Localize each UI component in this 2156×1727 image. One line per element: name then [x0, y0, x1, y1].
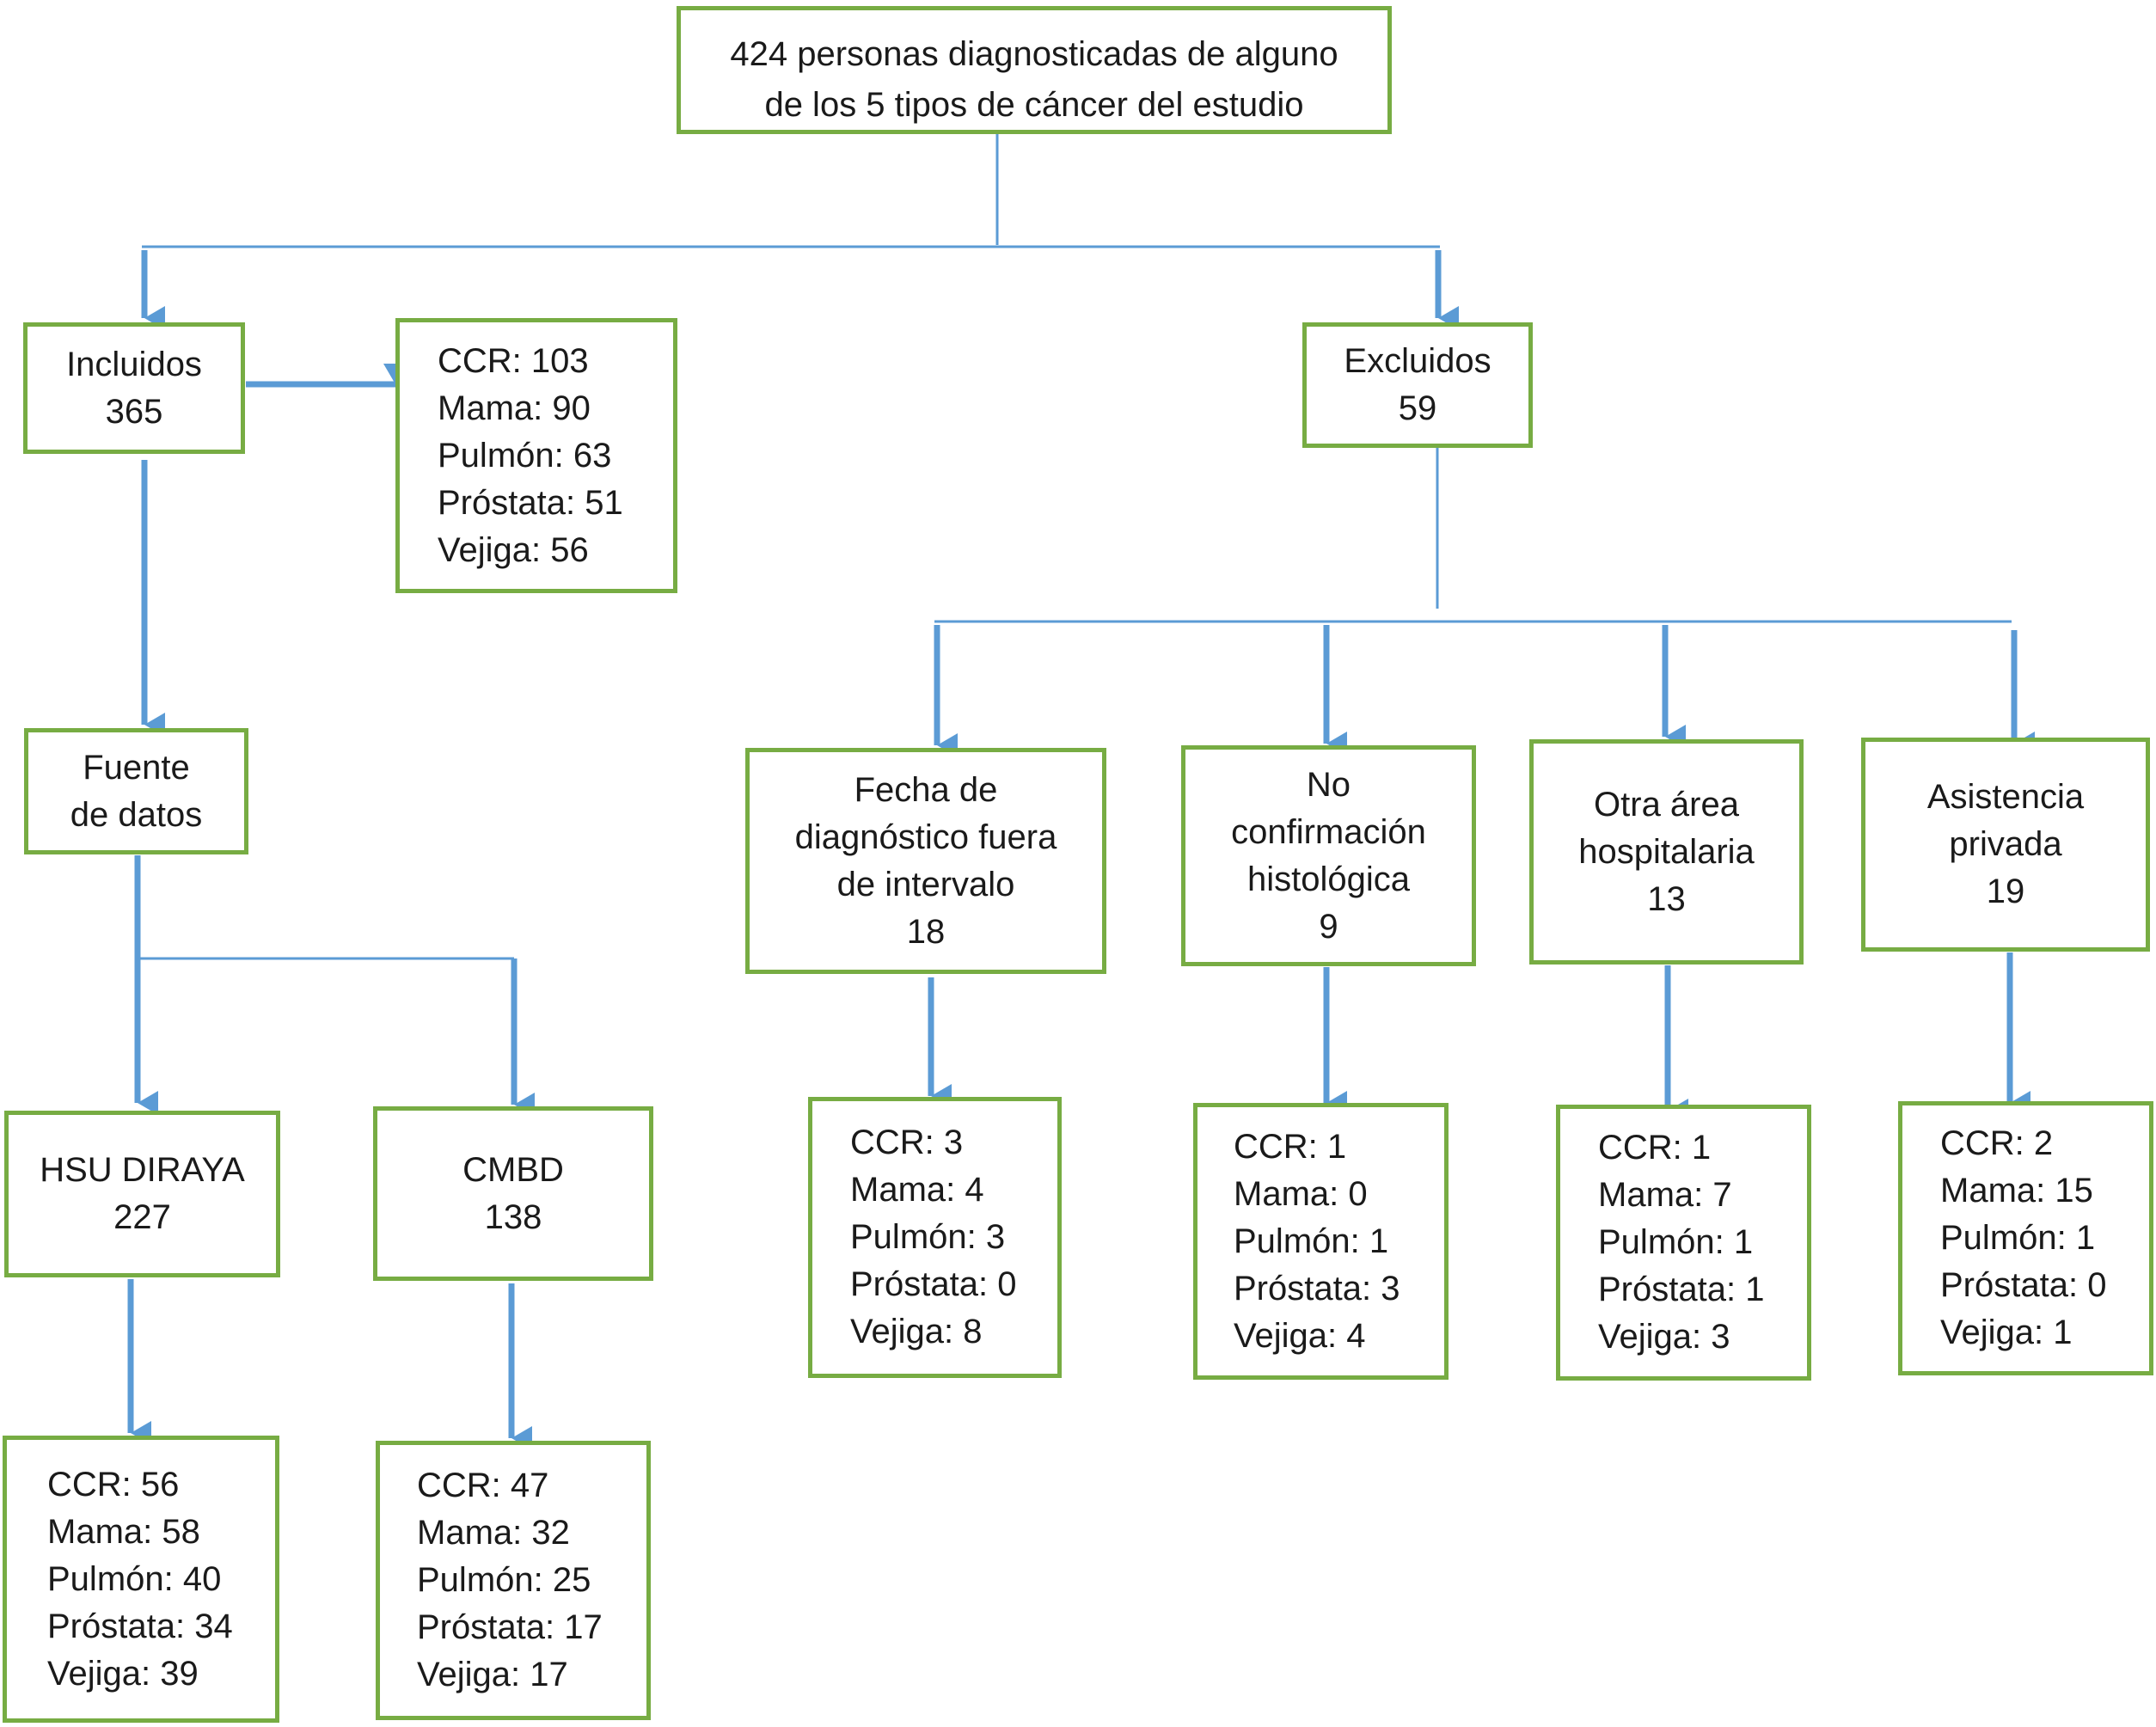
incluidos-breakdown-mama: Mama: 90 [438, 389, 591, 427]
asist-breakdown-prostata: Próstata: 0 [1940, 1266, 2107, 1304]
total-diagnosed-line-2: de los 5 tipos de cáncer del estudio [764, 86, 1304, 124]
otra-line-1: Otra área [1594, 785, 1739, 824]
otra-breakdown-vejiga: Vejiga: 3 [1598, 1318, 1730, 1356]
fecha-breakdown-mama: Mama: 4 [850, 1171, 984, 1209]
hsu-breakdown-ccr: CCR: 56 [47, 1465, 180, 1503]
otra-area-hospitalaria-box: Otra área hospitalaria 13 [1529, 739, 1804, 965]
fecha-line-2: diagnóstico fuera [794, 818, 1057, 856]
hsu-breakdown-mama: Mama: 58 [47, 1512, 200, 1551]
noconf-line-1: No [1306, 765, 1351, 804]
asistencia-privada-box: Asistencia privada 19 [1861, 738, 2150, 952]
fecha-breakdown-prostata: Próstata: 0 [850, 1265, 1017, 1303]
hsu-breakdown-pulmon: Pulmón: 40 [47, 1559, 222, 1598]
cmbd-label: CMBD [462, 1150, 564, 1189]
noconf-breakdown-pulmon: Pulmón: 1 [1234, 1222, 1389, 1260]
asist-breakdown-pulmon: Pulmón: 1 [1940, 1219, 2096, 1257]
otra-count: 13 [1647, 879, 1686, 918]
fuente-de-datos-box: Fuente de datos [24, 728, 248, 854]
total-diagnosed-line-1: 424 personas diagnosticadas de alguno [730, 35, 1338, 73]
hsu-diraya-box: HSU DIRAYA 227 [4, 1111, 280, 1277]
incluidos-breakdown-box: CCR: 103 Mama: 90 Pulmón: 63 Próstata: 5… [395, 318, 677, 593]
asist-breakdown-mama: Mama: 15 [1940, 1172, 2093, 1210]
cmbd-breakdown-box: CCR: 47 Mama: 32 Pulmón: 25 Próstata: 17… [376, 1441, 651, 1720]
noconf-breakdown-vejiga: Vejiga: 4 [1234, 1316, 1366, 1355]
fecha-breakdown-pulmon: Pulmón: 3 [850, 1218, 1006, 1256]
excluidos-count: 59 [1398, 389, 1437, 427]
noconf-count: 9 [1319, 907, 1338, 946]
asist-breakdown-vejiga: Vejiga: 1 [1940, 1314, 2073, 1351]
otra-breakdown-prostata: Próstata: 1 [1598, 1271, 1765, 1308]
noconf-breakdown-prostata: Próstata: 3 [1234, 1269, 1400, 1307]
cmbd-breakdown-ccr: CCR: 47 [417, 1467, 549, 1504]
cmbd-breakdown-prostata: Próstata: 17 [417, 1608, 603, 1646]
incluidos-breakdown-pulmon: Pulmón: 63 [438, 436, 612, 475]
incluidos-breakdown-prostata: Próstata: 51 [438, 483, 623, 522]
excluidos-label: Excluidos [1344, 342, 1491, 380]
no-confirmacion-histologica-box: No confirmación histológica 9 [1181, 745, 1476, 966]
fecha-line-1: Fecha de [854, 770, 998, 809]
asist-line-1: Asistencia [1926, 778, 2085, 816]
fecha-fuera-intervalo-box: Fecha de diagnóstico fuera de intervalo … [745, 748, 1106, 974]
hsu-label: HSU DIRAYA [40, 1151, 245, 1189]
incluidos-label: Incluidos [66, 345, 202, 383]
asist-count: 19 [1986, 873, 2025, 910]
fecha-line-3: de intervalo [836, 865, 1015, 903]
total-diagnosed-box: 424 personas diagnosticadas de alguno de… [677, 6, 1392, 134]
excluidos-box: Excluidos 59 [1302, 322, 1533, 448]
noconf-breakdown-ccr: CCR: 1 [1234, 1127, 1347, 1166]
cmbd-breakdown-vejiga: Vejiga: 17 [417, 1656, 568, 1693]
fuente-line-2: de datos [70, 795, 203, 834]
incluidos-box: Incluidos 365 [23, 322, 245, 454]
otra-line-2: hospitalaria [1578, 832, 1755, 871]
incluidos-breakdown-ccr: CCR: 103 [438, 341, 589, 380]
cmbd-box: CMBD 138 [373, 1106, 653, 1281]
noconf-line-2: confirmación [1231, 812, 1426, 851]
cmbd-count: 138 [484, 1197, 542, 1236]
incluidos-breakdown-vejiga: Vejiga: 56 [438, 530, 589, 569]
otra-breakdown-box: CCR: 1 Mama: 7 Pulmón: 1 Próstata: 1 Vej… [1556, 1105, 1811, 1381]
otra-breakdown-pulmon: Pulmón: 1 [1598, 1223, 1754, 1261]
hsu-breakdown-prostata: Próstata: 34 [47, 1607, 233, 1645]
asist-breakdown-ccr: CCR: 2 [1940, 1124, 2054, 1162]
hsu-breakdown-vejiga: Vejiga: 39 [47, 1654, 199, 1693]
asist-line-2: privada [1949, 825, 2062, 863]
fecha-breakdown-vejiga: Vejiga: 8 [850, 1313, 983, 1350]
hsu-breakdown-box: CCR: 56 Mama: 58 Pulmón: 40 Próstata: 34… [3, 1436, 279, 1723]
fecha-breakdown-box: CCR: 3 Mama: 4 Pulmón: 3 Próstata: 0 Vej… [808, 1097, 1062, 1378]
noconf-line-3: histológica [1246, 860, 1410, 898]
asist-breakdown-box: CCR: 2 Mama: 15 Pulmón: 1 Próstata: 0 Ve… [1898, 1101, 2153, 1375]
noconf-breakdown-mama: Mama: 0 [1234, 1174, 1368, 1213]
noconf-breakdown-box: CCR: 1 Mama: 0 Pulmón: 1 Próstata: 3 Vej… [1193, 1103, 1449, 1380]
hsu-count: 227 [113, 1198, 171, 1236]
fecha-count: 18 [906, 912, 946, 951]
otra-breakdown-ccr: CCR: 1 [1598, 1129, 1712, 1167]
fecha-breakdown-ccr: CCR: 3 [850, 1124, 964, 1161]
cmbd-breakdown-pulmon: Pulmón: 25 [417, 1561, 591, 1599]
cmbd-breakdown-mama: Mama: 32 [417, 1514, 570, 1552]
incluidos-count: 365 [105, 392, 163, 431]
fuente-line-1: Fuente [83, 748, 190, 787]
otra-breakdown-mama: Mama: 7 [1598, 1176, 1732, 1214]
